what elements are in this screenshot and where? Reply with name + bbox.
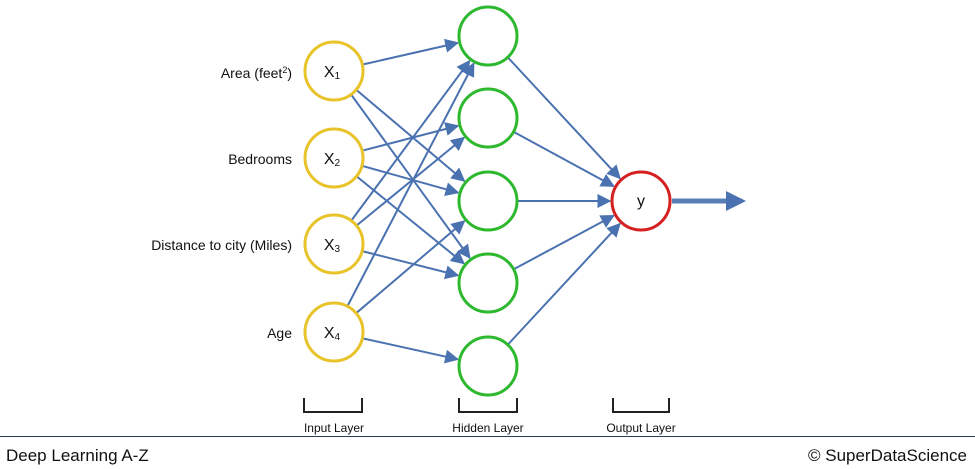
footer: Deep Learning A-Z © SuperDataScience [0,436,975,469]
output-node-label: y [637,193,645,210]
hidden-node-2 [457,87,519,149]
input-node-label-x1: X1 [324,64,341,82]
connections [346,38,621,364]
edge-x1-h4 [350,94,471,260]
input-label-distance: Distance to city (Miles) [151,237,292,253]
hidden-layer-bracket [458,398,518,413]
edge-x3-h4 [362,250,460,280]
output-layer-label: Output Layer [606,421,675,435]
edge-h5-y [507,222,621,345]
hidden-layer-label: Hidden Layer [452,421,523,435]
input-layer-label: Input Layer [304,421,364,435]
input-node-x1 [303,40,365,102]
edge-x2-h4 [356,176,466,265]
edge-h2-y [513,131,615,188]
edge-x1-h1 [363,38,460,66]
input-node-label-x3: X3 [324,237,341,255]
course-title: Deep Learning A-Z [6,446,149,465]
edge-h1-y [507,57,621,180]
hidden-node-4 [457,252,519,314]
hidden-node-5 [457,335,519,397]
input-label-area: Area (feet2) [221,65,292,81]
input-layer-bracket [303,398,363,413]
input-label-age: Age [267,325,292,341]
edge-h4-y [513,214,615,270]
edge-x4-h5 [363,337,460,364]
input-label-bedrooms: Bedrooms [228,151,292,167]
input-node-label-x4: X4 [324,325,341,343]
edge-x2-h3 [362,165,460,197]
input-node-label-x2: X2 [324,151,341,169]
edge-x4-h1 [346,62,475,306]
output-node [610,170,672,232]
edge-x1-h3 [356,89,466,182]
edge-x4-h3 [356,220,466,314]
input-node-x4 [303,301,365,363]
hidden-node-3 [457,170,519,232]
input-node-x2 [303,127,365,189]
output-layer-bracket [612,398,670,413]
hidden-node-1 [457,5,519,67]
edge-x2-h2 [362,122,460,152]
edge-x3-h1 [351,59,471,221]
edge-x3-h2 [356,136,466,226]
input-node-x3 [303,213,365,275]
copyright: © SuperDataScience [807,446,967,465]
